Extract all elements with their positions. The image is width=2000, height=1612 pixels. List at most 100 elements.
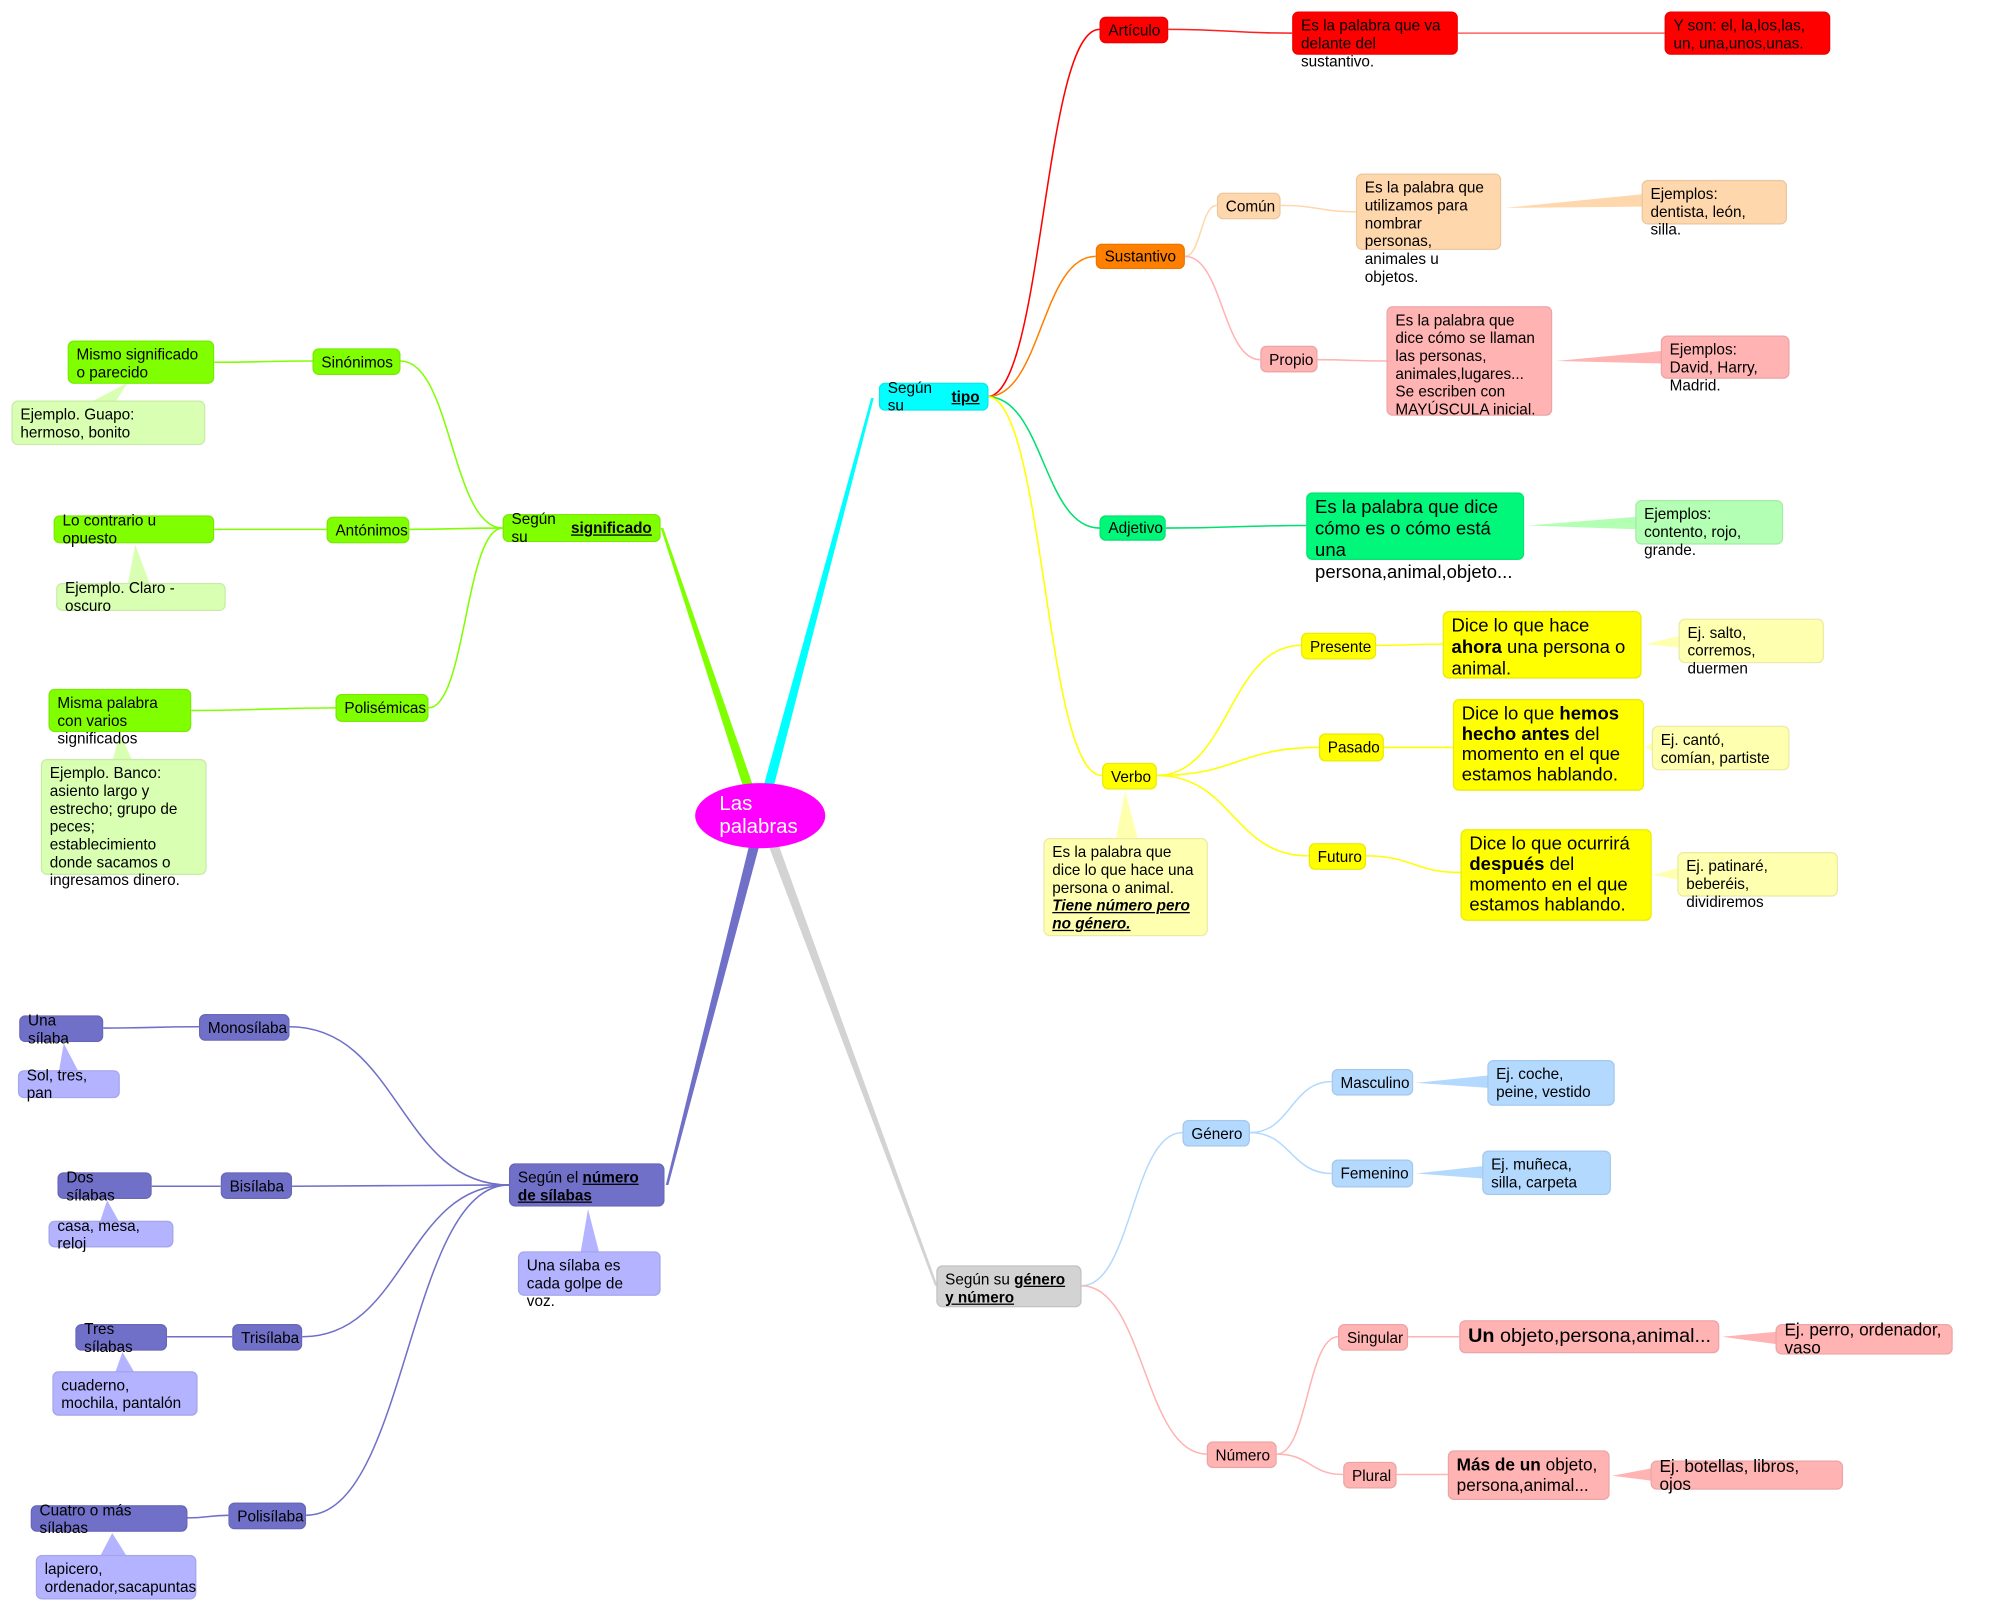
callout-pointer: [769, 846, 938, 1286]
branch-segun-tipo[interactable]: Según su tipo: [878, 379, 989, 415]
masculino-examples[interactable]: Ej. coche, peine, vestido: [1487, 1059, 1615, 1106]
connector: [1276, 1453, 1344, 1476]
connector: [1184, 204, 1218, 258]
node-articulo[interactable]: Artículo: [1099, 16, 1169, 44]
t-bold: hemos hecho antes: [1461, 704, 1620, 745]
node-femenino[interactable]: Femenino: [1331, 1159, 1414, 1188]
node-numero[interactable]: Número: [1206, 1441, 1277, 1469]
callout-pointer: [99, 1533, 128, 1558]
pasado-examples[interactable]: Ej. cantó, comían, partiste: [1651, 725, 1790, 771]
antonimos-example[interactable]: Ejemplo. Claro - oscuro: [56, 579, 226, 615]
presente-desc[interactable]: Dice lo que hace ahora una persona o ani…: [1442, 610, 1642, 680]
comun-examples[interactable]: Ejemplos: dentista, león, silla.: [1641, 179, 1787, 239]
trisilaba-desc[interactable]: Tres sílabas: [75, 1320, 168, 1355]
presente-examples[interactable]: Ej. salto, corremos, duermen: [1678, 618, 1824, 677]
callout-pointer: [114, 1352, 136, 1374]
node-propio[interactable]: Propio: [1260, 345, 1318, 373]
node-singular[interactable]: Singular: [1338, 1323, 1409, 1351]
t: objeto,persona,animal...: [1494, 1325, 1711, 1347]
connector: [987, 28, 1100, 398]
t: del momento en el que estamos hablando.: [1461, 724, 1621, 786]
propio-examples[interactable]: Ejemplos: David, Harry, Madrid.: [1660, 335, 1790, 394]
monosilaba-example[interactable]: Sol, tres, pan: [17, 1066, 120, 1102]
monosilaba-desc[interactable]: Una sílaba: [19, 1011, 104, 1047]
node-sinonimos[interactable]: Sinónimos: [312, 348, 401, 375]
futuro-examples[interactable]: Ej. patinaré, beberéis, dividiremos: [1677, 852, 1839, 911]
node-polisilaba[interactable]: Polisílaba: [228, 1502, 307, 1530]
label-bold: significado: [570, 519, 652, 537]
callout-pointer: [1528, 516, 1640, 530]
connector: [289, 1026, 509, 1186]
connector: [409, 527, 503, 531]
polisemicas-example[interactable]: Ejemplo. Banco: asiento largo y estrecho…: [40, 758, 207, 889]
branch-segun-genero-numero[interactable]: Según su género y número: [936, 1265, 1082, 1308]
sinonimos-example[interactable]: Ejemplo. Guapo: hermoso, bonito: [11, 400, 206, 446]
callout-pointer: [112, 733, 133, 762]
branch-segun-silabas[interactable]: Según el número de sílabas: [508, 1163, 665, 1207]
plural-examples[interactable]: Ej. botellas, libros, ojos: [1650, 1457, 1844, 1492]
sinonimos-desc[interactable]: Mismo significado o parecido: [67, 340, 215, 384]
node-plural[interactable]: Plural: [1343, 1461, 1397, 1489]
t: una persona o animal.: [1451, 637, 1626, 680]
antonimos-desc[interactable]: Lo contrario u opuesto: [53, 511, 215, 547]
t: Dice lo que ocurrirá: [1469, 834, 1630, 855]
connector: [1081, 1284, 1207, 1455]
connector: [103, 1026, 199, 1029]
node-antonimos[interactable]: Antónimos: [326, 516, 410, 544]
plural-desc[interactable]: Más de un objeto, persona,animal...: [1447, 1450, 1610, 1500]
t-bold: Un: [1468, 1325, 1495, 1347]
articulo-examples[interactable]: Y son: el, la,los,las, un, una,unos,unas…: [1664, 11, 1831, 55]
label: Según su: [887, 378, 933, 415]
singular-desc[interactable]: Un objeto,persona,animal...: [1459, 1320, 1720, 1354]
node-genero[interactable]: Género: [1182, 1119, 1250, 1147]
connector: [292, 1184, 509, 1187]
node-monosilaba[interactable]: Monosílaba: [198, 1014, 290, 1041]
trisilaba-example[interactable]: cuaderno, mochila, pantalón: [52, 1371, 198, 1416]
polisilaba-desc[interactable]: Cuatro o más sílabas: [30, 1501, 188, 1536]
node-comun[interactable]: Común: [1216, 192, 1281, 220]
comun-desc[interactable]: Es la palabra que utilizamos para nombra…: [1355, 173, 1502, 286]
singular-examples[interactable]: Ej. perro, ordenador, vaso: [1775, 1321, 1953, 1357]
verbo-note[interactable]: Es la palabra que dice lo que hace una p…: [1043, 838, 1208, 937]
connector: [187, 1514, 229, 1519]
callout-pointer: [665, 846, 759, 1185]
node-polisemicas[interactable]: Polisémicas: [335, 693, 429, 722]
node-trisilaba[interactable]: Trisílaba: [232, 1323, 303, 1351]
pasado-desc[interactable]: Dice lo que hemos hecho antes del moment…: [1452, 698, 1645, 791]
callout-pointer: [1415, 1165, 1485, 1179]
articulo-desc[interactable]: Es la palabra que va delante del sustant…: [1292, 11, 1458, 70]
node-verbo[interactable]: Verbo: [1102, 762, 1157, 790]
callout-pointer: [1612, 1468, 1654, 1481]
node-pasado[interactable]: Pasado: [1318, 733, 1384, 762]
branch-segun-significado[interactable]: Según su significado: [502, 510, 661, 546]
femenino-examples[interactable]: Ej. muñeca, silla, carpeta: [1482, 1150, 1611, 1196]
adjetivo-examples[interactable]: Ejemplos: contento, rojo, grande.: [1635, 499, 1784, 559]
callout-pointer: [580, 1209, 600, 1254]
node-sustantivo[interactable]: Sustantivo: [1095, 243, 1185, 270]
callout-pointer: [764, 397, 874, 785]
callout-pointer: [1505, 193, 1646, 208]
polisilaba-example[interactable]: lapicero, ordenador,sacapuntas: [35, 1554, 197, 1600]
label: Según el: [517, 1168, 583, 1187]
silabas-note[interactable]: Una sílaba es cada golpe de voz.: [517, 1251, 661, 1310]
propio-desc[interactable]: Es la palabra que dice cómo se llaman la…: [1386, 306, 1553, 418]
verbo-note-text: Es la palabra que dice lo que hace una p…: [1052, 843, 1194, 897]
node-presente[interactable]: Presente: [1301, 632, 1377, 660]
t: del momento en el que estamos hablando.: [1469, 854, 1628, 916]
bisilaba-example[interactable]: casa, mesa, reloj: [48, 1216, 174, 1252]
node-futuro[interactable]: Futuro: [1308, 843, 1367, 870]
adjetivo-desc[interactable]: Es la palabra que dice cómo es o cómo es…: [1306, 492, 1525, 583]
connector: [400, 360, 503, 529]
callout-pointer: [1653, 867, 1680, 881]
futuro-desc[interactable]: Dice lo que ocurrirá después del momento…: [1460, 829, 1652, 921]
label: Según su: [945, 1270, 1015, 1289]
node-masculino[interactable]: Masculino: [1331, 1068, 1414, 1096]
node-adjetivo[interactable]: Adjetivo: [1099, 515, 1166, 541]
bisilaba-desc[interactable]: Dos sílabas: [57, 1168, 152, 1203]
node-bisilaba[interactable]: Bisílaba: [220, 1172, 293, 1199]
polisemicas-desc[interactable]: Misma palabra con varios significados: [48, 688, 192, 747]
central-topic-line1: Las: [719, 793, 753, 816]
